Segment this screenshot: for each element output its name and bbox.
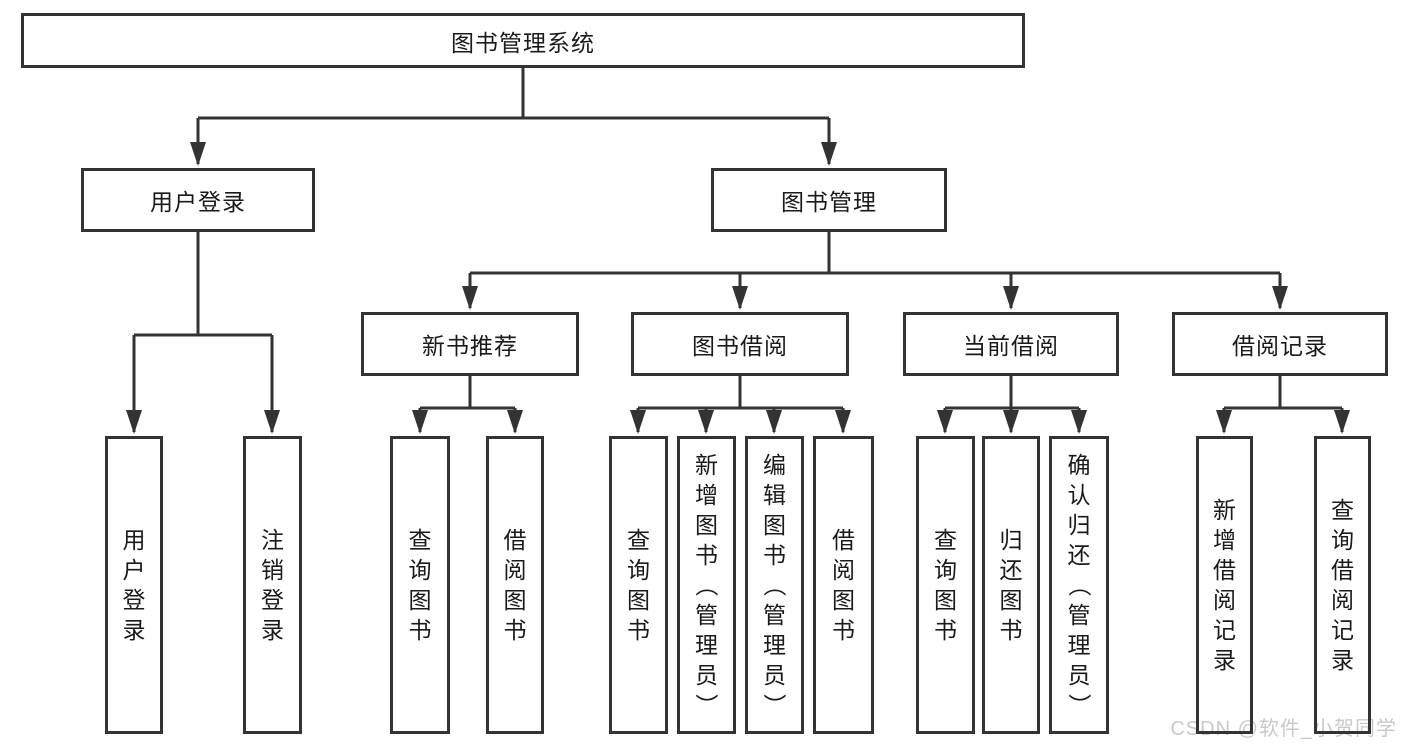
leaf-edit-books-admin: 编辑图书（管理员） [745,436,804,734]
leaf-borrow-books-2: 借阅图书 [813,436,874,734]
node-book-borrowing: 图书借阅 [631,312,849,376]
leaf-add-books-admin: 新增图书（管理员） [677,436,736,734]
node-user-login: 用户登录 [81,168,315,232]
node-book-management: 图书管理 [711,168,947,232]
node-new-book-recommend: 新书推荐 [361,312,579,376]
leaf-query-books-2: 查询图书 [609,436,668,734]
leaf-query-books-3: 查询图书 [916,436,975,734]
leaf-query-borrowing-record: 查询借阅记录 [1314,436,1371,734]
node-library-management-system: 图书管理系统 [21,13,1025,68]
csdn-watermark: CSDN @软件_小贺同学 [1170,718,1397,740]
leaf-user-login: 用户登录 [105,436,163,734]
leaf-add-borrowing-record: 新增借阅记录 [1196,436,1253,734]
leaf-logout: 注销登录 [243,436,302,734]
node-borrowing-records: 借阅记录 [1172,312,1388,376]
node-current-borrowing: 当前借阅 [903,312,1119,376]
leaf-query-books-1: 查询图书 [390,436,450,734]
leaf-confirm-return-admin: 确认归还（管理员） [1049,436,1109,734]
leaf-return-books: 归还图书 [982,436,1040,734]
leaf-borrow-books-1: 借阅图书 [486,436,544,734]
